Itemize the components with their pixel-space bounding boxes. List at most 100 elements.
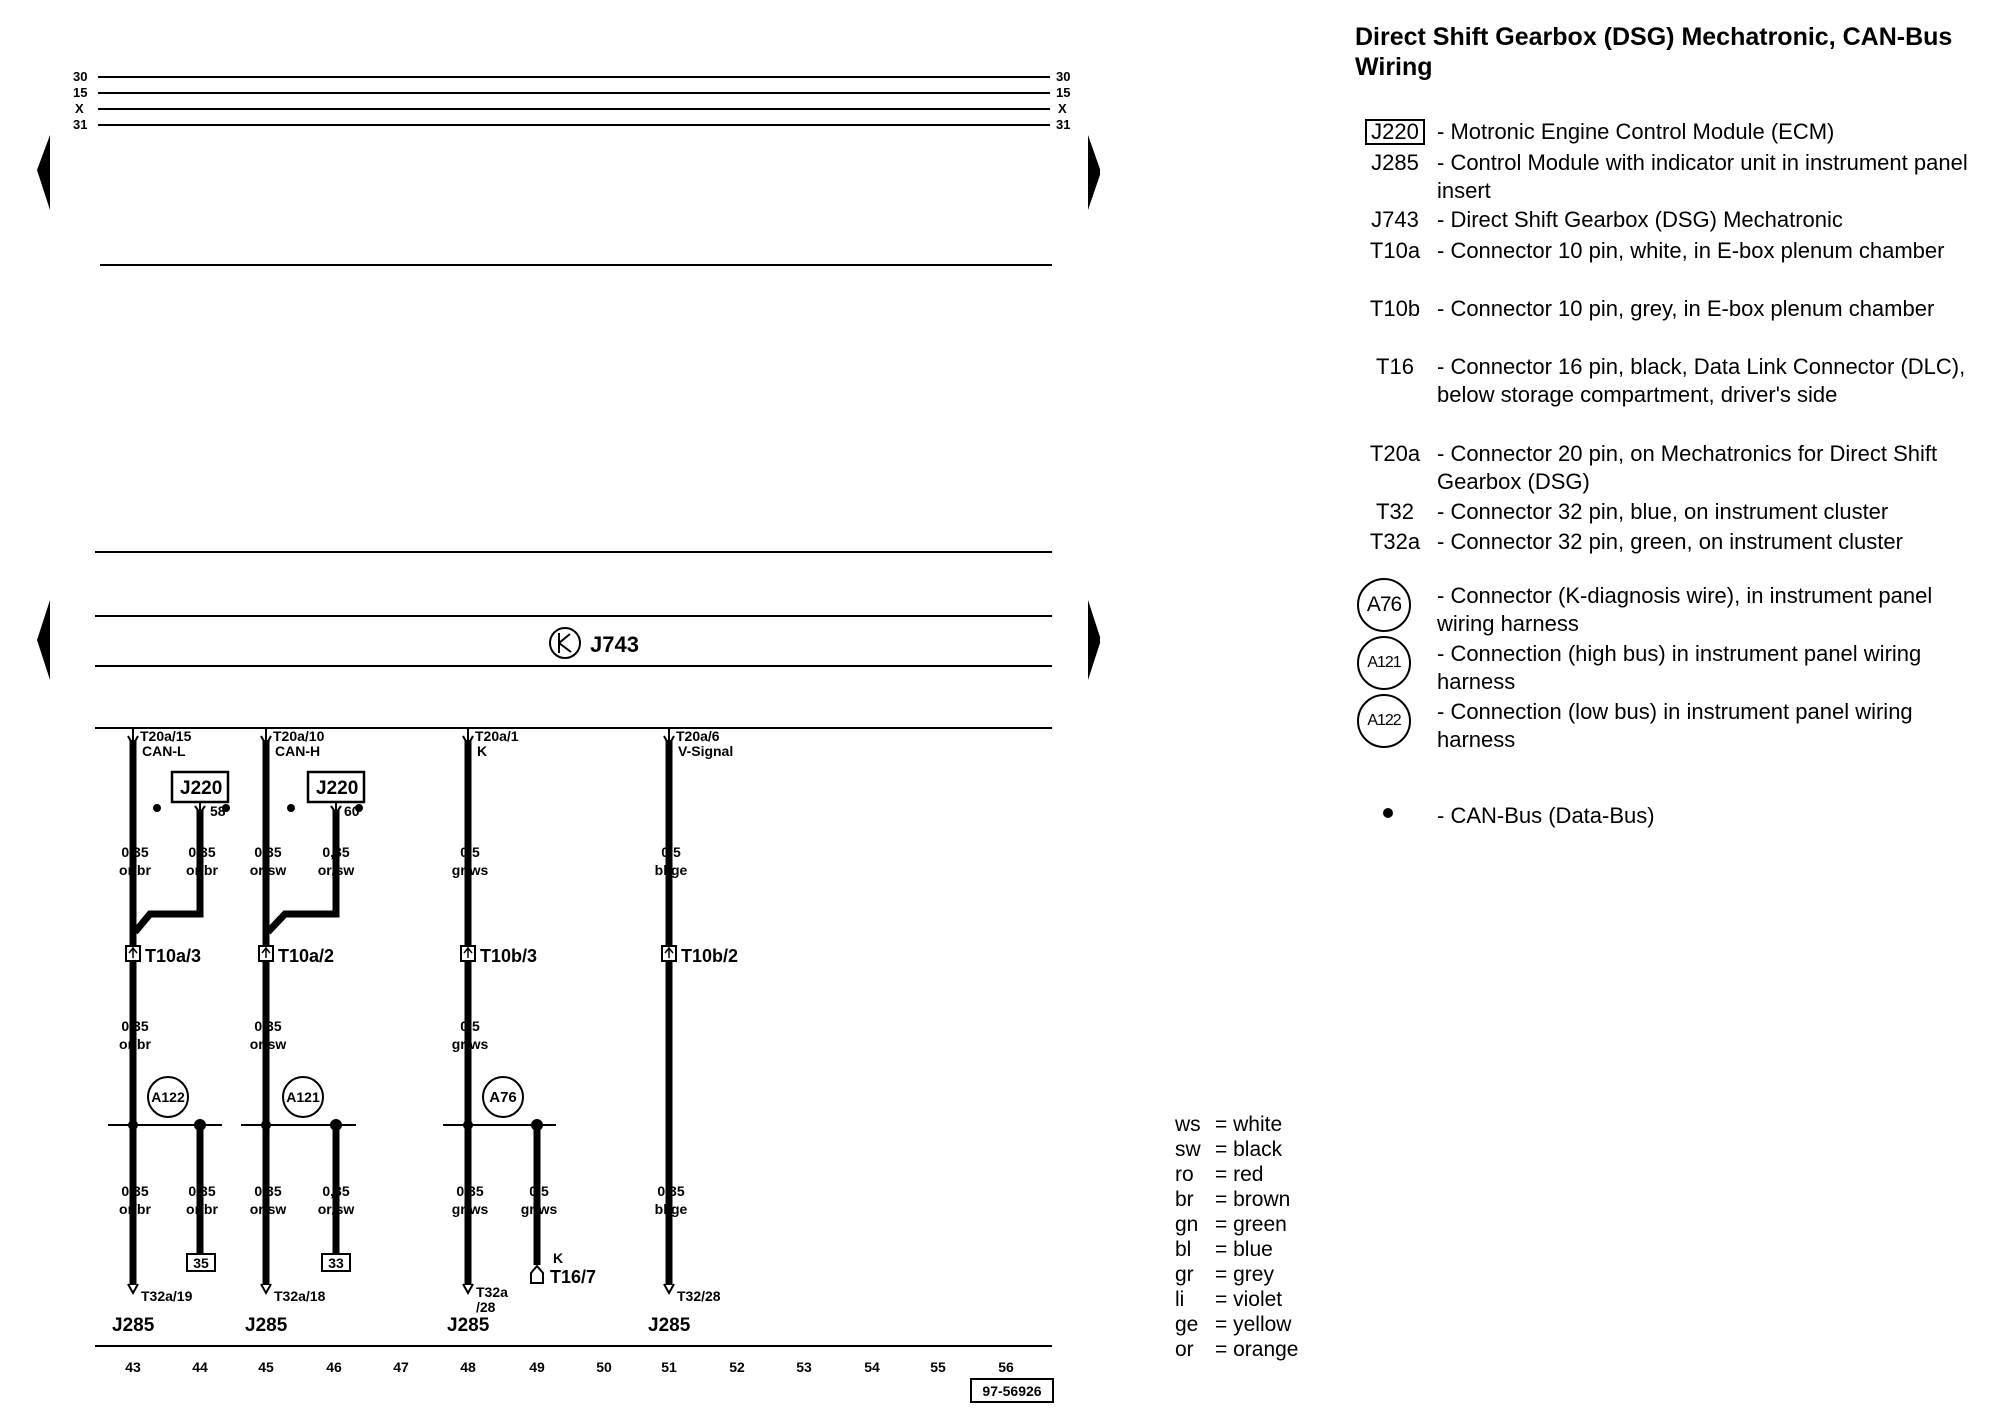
connector-t10b-3-label: T10b/3	[480, 946, 537, 966]
power-rails	[98, 76, 1050, 126]
signal-can-h-label: CAN-H	[275, 743, 320, 759]
legend-item-t10a: T10a - Connector 10 pin, white, in E-box…	[1355, 237, 1995, 295]
legend-item-t20a: T20a - Connector 20 pin, on Mechatronics…	[1355, 440, 1995, 498]
w46-color3: or/sw	[318, 1201, 355, 1217]
color-abbr: li	[1175, 1288, 1185, 1311]
legend-desc-t10b: - Connector 10 pin, grey, in E-box plenu…	[1437, 296, 1935, 321]
dest-j285-45: J285	[245, 1315, 288, 1336]
legend-desc-j285: - Control Module with indicator unit in …	[1437, 150, 1968, 203]
w43-color3: or/br	[119, 1201, 151, 1217]
dest-j285-51: J285	[648, 1315, 691, 1336]
legend-desc-a121: - Connection (high bus) in instrument pa…	[1437, 641, 1922, 694]
color-abbr: bl	[1175, 1238, 1192, 1261]
legend-desc-t32a: - Connector 32 pin, green, on instrument…	[1437, 529, 1903, 554]
w45-size2: 0,35	[254, 1018, 281, 1034]
dest-j285-43: J285	[112, 1315, 155, 1336]
w43-size1: 0,35	[121, 844, 148, 860]
next-page-arrow-top[interactable]	[1088, 135, 1100, 210]
prev-page-arrow-top[interactable]	[37, 135, 50, 210]
w51-color1: bl/ge	[655, 862, 688, 878]
ref-35-label: 35	[193, 1255, 209, 1271]
track-54: 54	[864, 1359, 880, 1375]
color-abbr: ws	[1175, 1113, 1201, 1136]
color-key-row: gr= grey	[1175, 1262, 1299, 1287]
color-abbr: br	[1175, 1188, 1194, 1211]
module-j743-label: J743	[590, 632, 639, 657]
connection-a122-label: A122	[151, 1089, 185, 1105]
legend-item-t32a: T32a - Connector 32 pin, green, on instr…	[1355, 528, 1995, 558]
color-abbr: sw	[1175, 1138, 1201, 1161]
track-49: 49	[529, 1359, 545, 1375]
pin-arrows-bottom	[127, 1283, 675, 1296]
legend-item-a76: A76 - Connector (K-diagnosis wire), in i…	[1355, 578, 1995, 640]
color-abbr: or	[1175, 1338, 1194, 1361]
track-numbers: 43 44 45 46 47 48 49 50 51 52 53 54 55 5…	[125, 1359, 1014, 1375]
legend-desc-can-bus: - CAN-Bus (Data-Bus)	[1437, 803, 1655, 828]
connection-a76-label: A76	[489, 1089, 517, 1106]
pin-t32a-19-label: T32a/19	[141, 1288, 193, 1304]
w44-color1: or/br	[186, 862, 218, 878]
legend-code-j285: J285	[1371, 150, 1419, 175]
w44-size1: 0,35	[188, 844, 215, 860]
prev-page-arrow-mid[interactable]	[37, 600, 50, 680]
color-meaning: = brown	[1215, 1188, 1291, 1211]
color-meaning: = green	[1215, 1213, 1287, 1236]
connector-t10b-2: T10b/2	[661, 945, 738, 966]
legend-code-t10a: T10a	[1369, 238, 1421, 263]
color-meaning: = black	[1215, 1138, 1283, 1161]
w46-size1: 0,35	[322, 844, 349, 860]
connector-t10a-3-label: T10a/3	[145, 946, 201, 966]
module-j220-box-46: J220 60	[306, 770, 366, 819]
w43-size2: 0,35	[121, 1018, 148, 1034]
track-46: 46	[326, 1359, 342, 1375]
track-53: 53	[796, 1359, 812, 1375]
w45-color2: or/sw	[250, 1036, 287, 1052]
track-47: 47	[393, 1359, 409, 1375]
w49-size3: 0,5	[529, 1183, 549, 1199]
connection-a76: A76	[482, 1076, 524, 1118]
color-key-row: br = brown	[1175, 1187, 1299, 1212]
pin-arrows-top	[127, 728, 675, 748]
pin-t32a-28-suffix-label: /28	[476, 1299, 496, 1315]
w44-size3: 0,35	[188, 1183, 215, 1199]
rail-label-left-31: 31	[73, 117, 87, 132]
pin-t32-28-label: T32/28	[677, 1288, 721, 1304]
color-meaning: = violet	[1215, 1288, 1283, 1311]
color-meaning: = red	[1215, 1163, 1264, 1186]
connector-t16-7-label: T16/7	[550, 1267, 596, 1287]
w48-size2: 0,5	[460, 1018, 480, 1034]
next-page-arrow-mid[interactable]	[1088, 600, 1100, 680]
w48-color1: gr/ws	[452, 862, 489, 878]
connection-a121-label: A121	[286, 1089, 320, 1105]
wiring-diagram: 30 15 X 31 30 15 X 31 J743	[37, 69, 1100, 1403]
connector-t10b-2-label: T10b/2	[681, 946, 738, 966]
legend-code-j220: J220	[1355, 118, 1435, 146]
rail-label-right-15: 15	[1056, 85, 1070, 100]
pin-t20a-10-label: T20a/10	[273, 728, 325, 744]
legend-desc-a76: - Connector (K-diagnosis wire), in instr…	[1437, 583, 1933, 636]
w46-color1: or/sw	[318, 862, 355, 878]
connector-t10b-3: T10b/3	[460, 945, 537, 966]
j220-pin-58-label: 58	[210, 803, 226, 819]
legend-code-j743: J743	[1371, 207, 1419, 232]
pin-t20a-1-label: T20a/1	[475, 728, 519, 744]
w43-size3: 0,35	[121, 1183, 148, 1199]
can-bus-dots	[153, 804, 363, 812]
wire-traces	[129, 740, 673, 1285]
w45-color3: or/sw	[250, 1201, 287, 1217]
w43-color1: or/br	[119, 862, 151, 878]
track-44: 44	[192, 1359, 208, 1375]
w51-size1: 0,5	[661, 844, 681, 860]
color-meaning: = orange	[1215, 1338, 1299, 1361]
w45-size1: 0,35	[254, 844, 281, 860]
connection-legend: A76 - Connector (K-diagnosis wire), in i…	[1355, 578, 1995, 756]
can-bus-dot-icon	[1383, 808, 1393, 818]
legend-desc-j743: - Direct Shift Gearbox (DSG) Mechatronic	[1437, 207, 1843, 232]
signal-v-signal-label: V-Signal	[678, 743, 733, 759]
color-key-row: or = orange	[1175, 1337, 1299, 1362]
connection-a121: A121	[282, 1076, 324, 1118]
color-key-row: li = violet	[1175, 1287, 1299, 1312]
track-52: 52	[729, 1359, 745, 1375]
w45-size3: 0,35	[254, 1183, 281, 1199]
legend-circle-a122: A122	[1357, 694, 1411, 748]
